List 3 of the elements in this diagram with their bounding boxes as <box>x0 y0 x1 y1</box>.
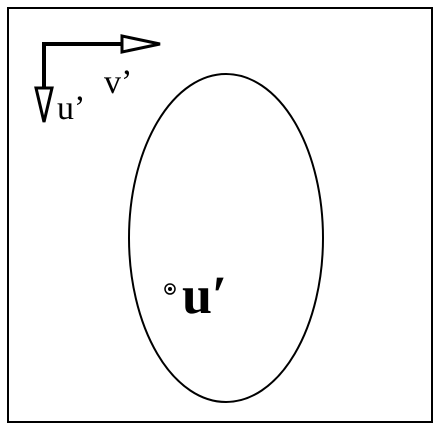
point-label: u′ <box>182 268 228 322</box>
axis-label: v’ <box>104 66 132 100</box>
axis-label: u’ <box>57 92 86 126</box>
